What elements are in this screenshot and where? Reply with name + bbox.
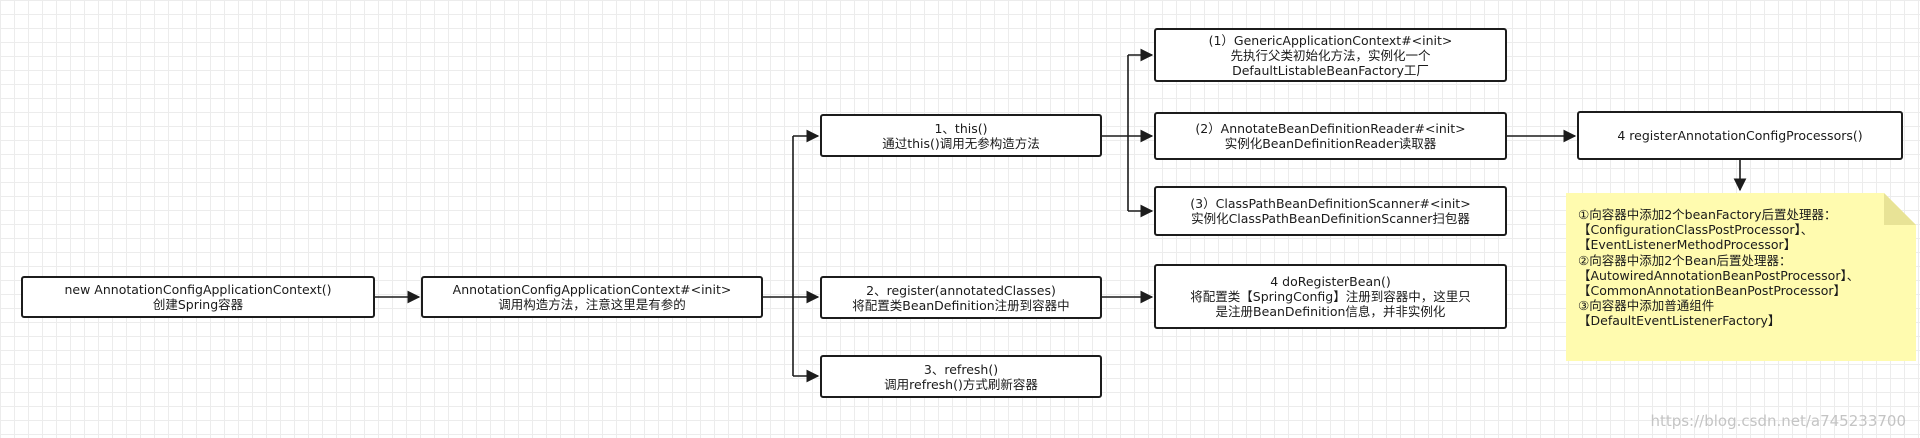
node-register-line-2: 将配置类BeanDefinition注册到容器中 [852, 297, 1070, 313]
node-register-processors[interactable]: 4 registerAnnotationConfigProcessors() [1577, 111, 1903, 160]
node-generic-context[interactable]: (1）GenericApplicationContext#<init> 先执行父… [1154, 28, 1507, 82]
edge-ctor-to-this [763, 136, 818, 376]
node-refresh-line-2: 调用refresh()方式刷新容器 [884, 376, 1038, 392]
node-register[interactable]: 2、register(annotatedClasses) 将配置类BeanDef… [820, 276, 1102, 319]
node-reader-line-2: 实例化BeanDefinitionReader读取器 [1224, 136, 1437, 151]
sticky-note[interactable]: ①向容器中添加2个beanFactory后置处理器： 【Configuratio… [1566, 193, 1916, 361]
node-scanner-line-1: (3）ClassPathBeanDefinitionScanner#<init> [1190, 196, 1471, 211]
node-constructor-line-1: AnnotationConfigApplicationContext#<init… [452, 282, 732, 297]
node-generic-context-line-1: (1）GenericApplicationContext#<init> [1208, 32, 1453, 48]
note-line-4: ②向容器中添加2个Bean后置处理器： [1578, 252, 1792, 268]
node-generic-context-line-2: 先执行父类初始化方法，实例化一个 [1230, 47, 1431, 63]
node-register-processors-line-1: 4 registerAnnotationConfigProcessors() [1617, 128, 1863, 143]
node-refresh-line-1: 3、refresh() [923, 361, 999, 377]
node-do-register-line-1: 4 doRegisterBean() [1270, 274, 1391, 289]
note-line-7: ③向容器中添加普通组件 [1578, 298, 1715, 314]
note-line-5: 【AutowiredAnnotationBeanPostProcessor】、 [1578, 267, 1860, 283]
node-do-register-line-2: 将配置类【SpringConfig】注册到容器中，这里只 [1190, 289, 1471, 304]
note-line-3: 【EventListenerMethodProcessor】 [1578, 237, 1797, 253]
node-reader-line-1: (2）AnnotateBeanDefinitionReader#<init> [1195, 121, 1466, 136]
node-new-context-line-1: new AnnotationConfigApplicationContext() [64, 282, 332, 297]
node-this-call-line-2: 通过this()调用无参构造方法 [882, 135, 1040, 151]
node-this-call[interactable]: 1、this() 通过this()调用无参构造方法 [820, 114, 1102, 157]
node-scanner-line-2: 实例化ClassPathBeanDefinitionScanner扫包器 [1191, 211, 1470, 226]
node-this-call-line-1: 1、this() [934, 120, 988, 136]
node-constructor[interactable]: AnnotationConfigApplicationContext#<init… [421, 276, 763, 318]
note-line-1: ①向容器中添加2个beanFactory后置处理器： [1578, 207, 1837, 222]
node-new-context[interactable]: new AnnotationConfigApplicationContext()… [21, 276, 375, 318]
node-refresh[interactable]: 3、refresh() 调用refresh()方式刷新容器 [820, 355, 1102, 398]
note-line-2: 【ConfigurationClassPostProcessor】、 [1578, 222, 1814, 238]
node-bean-definition-reader[interactable]: (2）AnnotateBeanDefinitionReader#<init> 实… [1154, 112, 1507, 160]
note-line-8: 【DefaultEventListenerFactory】 [1578, 313, 1781, 329]
node-constructor-line-2: 调用构造方法，注意这里是有参的 [498, 297, 686, 312]
node-register-line-1: 2、register(annotatedClasses) [866, 282, 1056, 298]
watermark: https://blog.csdn.net/a745233700 [1650, 412, 1906, 430]
node-do-register-line-3: 是注册BeanDefinition信息，并非实例化 [1215, 304, 1446, 319]
node-generic-context-line-3: DefaultListableBeanFactory工厂 [1232, 62, 1429, 78]
node-do-register-bean[interactable]: 4 doRegisterBean() 将配置类【SpringConfig】注册到… [1154, 264, 1507, 329]
node-new-context-line-2: 创建Spring容器 [152, 297, 244, 312]
edge-this-to-generic [1102, 55, 1152, 211]
node-bean-definition-scanner[interactable]: (3）ClassPathBeanDefinitionScanner#<init>… [1154, 186, 1507, 236]
note-line-6: 【CommonAnnotationBeanPostProcessor】 [1578, 283, 1847, 299]
